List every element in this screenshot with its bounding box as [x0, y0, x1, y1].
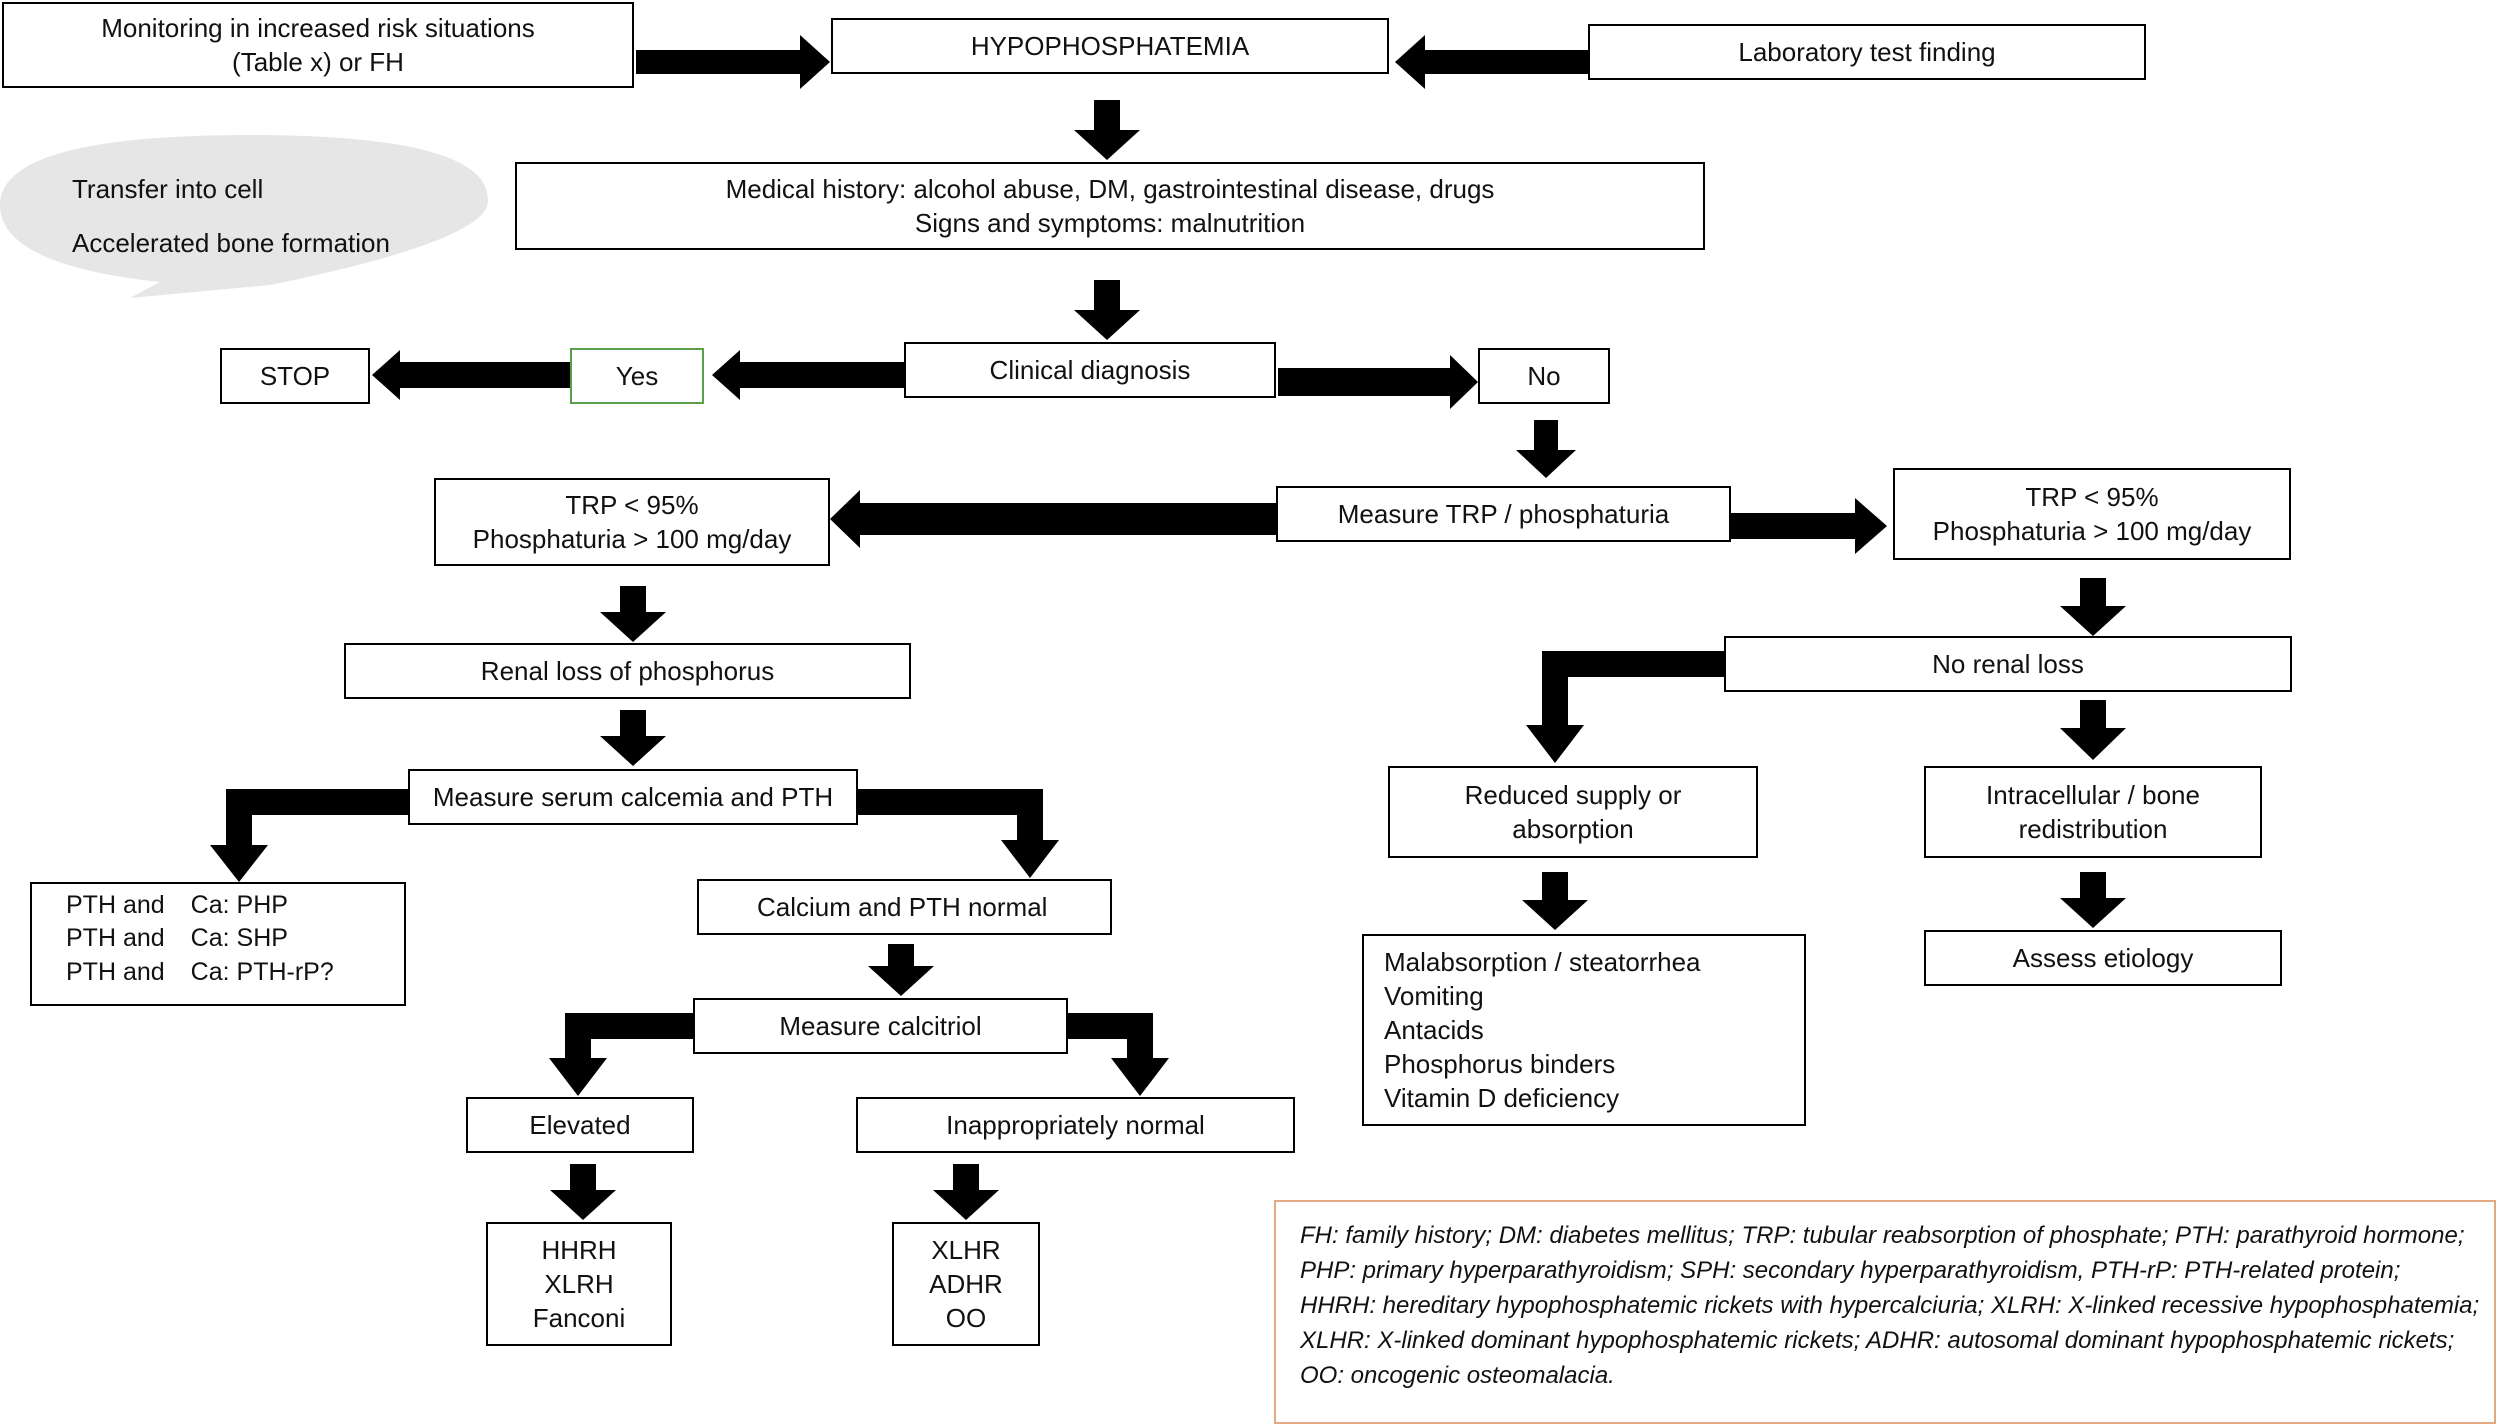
legend-abbreviations: FH: family history; DM: diabetes mellitu…: [1274, 1200, 2496, 1424]
node-measure-calcemia: Measure serum calcemia and PTH: [408, 769, 858, 825]
arrow-diagnosis-to-yes: [712, 350, 904, 400]
arrowhead-to-inappropriately-normal: [1111, 1058, 1169, 1096]
node-reduced-supply: Reduced supply or absorption: [1388, 766, 1758, 858]
node-clinical-diagnosis: Clinical diagnosis: [904, 342, 1276, 398]
arrow-lab-to-hypophosphatemia: [1395, 35, 1588, 89]
arrow-trp-left-to-renal-loss: [600, 586, 666, 642]
arrow-yes-to-stop: [372, 350, 570, 400]
connector-calcitriol-to-inappropriately-normal: [1068, 1013, 1153, 1063]
arrow-no-renal-loss-to-intracellular: [2060, 700, 2126, 760]
node-measure-trp: Measure TRP / phosphaturia: [1276, 486, 1731, 542]
node-inappropriately-normal: Inappropriately normal: [856, 1097, 1295, 1153]
arrow-elevated-to-causes: [550, 1164, 616, 1220]
node-stop: STOP: [220, 348, 370, 404]
arrow-no-to-measure-trp: [1516, 420, 1576, 478]
node-normal-causes: XLHR ADHR OO: [892, 1222, 1040, 1346]
arrowhead-to-pth-box: [210, 845, 268, 882]
arrowhead-to-reduced-supply: [1526, 725, 1584, 763]
node-calcium-normal: Calcium and PTH normal: [697, 879, 1112, 935]
node-hypophosphatemia: HYPOPHOSPHATEMIA: [831, 18, 1389, 74]
node-assess-etiology: Assess etiology: [1924, 930, 2282, 986]
arrow-inappropriately-normal-to-causes: [933, 1164, 999, 1220]
node-measure-calcitriol: Measure calcitriol: [693, 998, 1068, 1054]
node-supply-causes: Malabsorption / steatorrhea Vomiting Ant…: [1362, 934, 1806, 1126]
node-renal-loss: Renal loss of phosphorus: [344, 643, 911, 699]
connector-calcemia-to-calcium-normal: [858, 789, 1043, 845]
arrow-diagnosis-to-no: [1278, 355, 1478, 409]
connector-no-renal-loss-to-reduced-supply: [1542, 651, 1724, 730]
connector-calcemia-to-pth-box: [226, 789, 408, 850]
bubble-line-bone-formation: Accelerated bone formation: [72, 228, 390, 258]
arrow-intracellular-to-assess: [2060, 872, 2126, 928]
arrow-renal-loss-to-measure-calcemia: [600, 710, 666, 766]
arrow-calcium-normal-to-calcitriol: [868, 944, 934, 996]
arrow-monitoring-to-hypophosphatemia: [636, 35, 830, 89]
connector-calcitriol-to-elevated: [565, 1013, 693, 1063]
arrow-reduced-supply-to-causes: [1522, 872, 1588, 930]
arrow-measure-trp-to-left: [830, 490, 1276, 548]
node-elevated-causes: HHRH XLRH Fanconi: [486, 1222, 672, 1346]
node-yes: Yes: [570, 348, 704, 404]
arrow-history-to-diagnosis: [1074, 280, 1140, 340]
bubble-line-transfer: Transfer into cell: [72, 174, 264, 204]
node-lab-finding: Laboratory test finding: [1588, 24, 2146, 80]
arrow-trp-right-to-no-renal-loss: [2060, 578, 2126, 636]
node-no: No: [1478, 348, 1610, 404]
arrow-hypo-to-history: [1074, 100, 1140, 160]
node-no-renal-loss: No renal loss: [1724, 636, 2292, 692]
node-medical-history: Medical history: alcohol abuse, DM, gast…: [515, 162, 1705, 250]
node-trp-right: TRP < 95% Phosphaturia > 100 mg/day: [1893, 468, 2291, 560]
node-trp-left: TRP < 95% Phosphaturia > 100 mg/day: [434, 478, 830, 566]
arrowhead-to-calcium-normal: [1001, 840, 1059, 878]
node-intracellular: Intracellular / bone redistribution: [1924, 766, 2262, 858]
node-monitoring: Monitoring in increased risk situations …: [2, 2, 634, 88]
node-elevated: Elevated: [466, 1097, 694, 1153]
arrow-measure-trp-to-right: [1731, 498, 1887, 554]
arrowhead-to-elevated: [549, 1058, 607, 1096]
